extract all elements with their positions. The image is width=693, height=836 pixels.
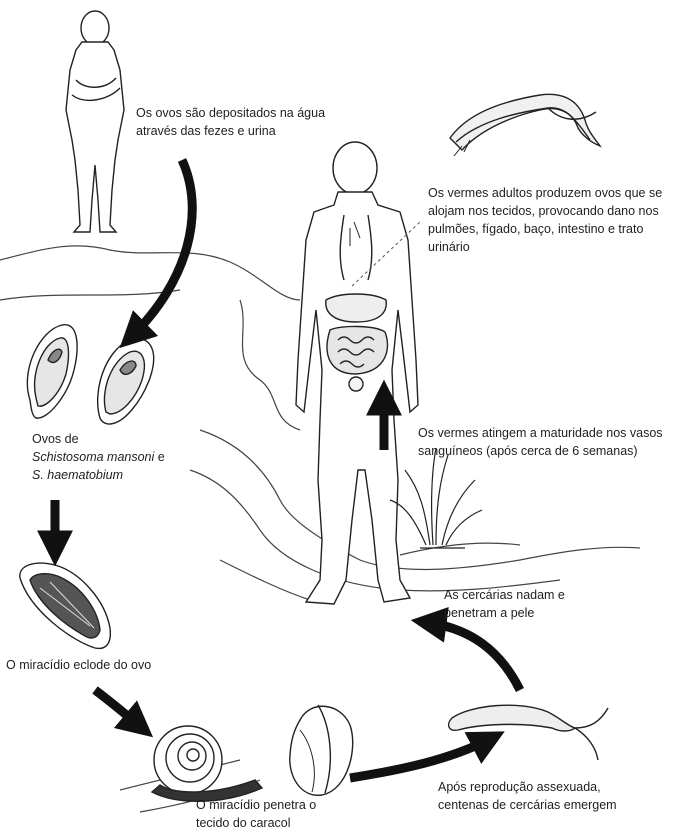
species-joiner: e <box>154 450 164 464</box>
grass-tuft <box>390 448 482 548</box>
snail <box>152 726 262 801</box>
egg-haematobium <box>98 339 154 424</box>
arrow-to-eggs <box>130 160 192 338</box>
adult-worms-illustration <box>450 94 600 156</box>
species-haematobium: S. haematobium <box>32 468 123 482</box>
label-maturity: Os vermes atingem a maturidade nos vasos… <box>418 424 663 460</box>
species-mansoni: Schistosoma mansoni <box>32 450 154 464</box>
human-host-large <box>296 142 418 604</box>
label-asexual-reproduction: Após reprodução assexuada, centenas de c… <box>438 778 617 814</box>
egg-mansoni <box>27 325 77 418</box>
label-eggs-deposited: Os ovos são depositados na água através … <box>136 104 325 140</box>
snail-shell-fragment <box>290 705 353 795</box>
label-cercariae-penetrate: As cercárias nadam e penetram a pele <box>444 586 565 622</box>
arrow-to-skin <box>425 622 520 690</box>
human-host-small <box>66 11 124 232</box>
label-adult-worms: Os vermes adultos produzem ovos que se a… <box>428 184 662 256</box>
arrow-to-cercaria <box>350 738 492 778</box>
miracidium-in-egg <box>20 563 111 648</box>
label-miracidium-hatch: O miracídio eclode do ovo <box>6 656 151 674</box>
label-miracidium-snail: O miracídio penetra o tecido do caracol <box>196 796 316 832</box>
arrow-to-snail <box>95 690 142 728</box>
label-eggs-species: Ovos de Schistosoma mansoni e S. haemato… <box>32 430 165 484</box>
